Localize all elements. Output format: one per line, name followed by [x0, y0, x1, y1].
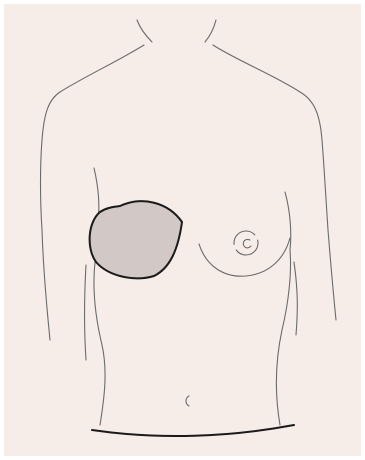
left-arm-inner-line [85, 265, 87, 360]
left-torso-line [94, 262, 105, 425]
right-breast-outline [199, 238, 290, 276]
breast-prosthesis-shape [90, 201, 182, 278]
navel [186, 396, 189, 406]
right-armpit-line [285, 192, 291, 250]
areola [234, 231, 258, 255]
nipple [243, 239, 251, 247]
right-shoulder-line [213, 45, 336, 320]
neck-left-line [137, 20, 152, 42]
left-shoulder-line [41, 45, 145, 340]
right-torso-line [276, 250, 290, 425]
neck-right-line [205, 20, 216, 42]
waistband-line [92, 425, 294, 436]
right-arm-inner-line [294, 262, 297, 335]
